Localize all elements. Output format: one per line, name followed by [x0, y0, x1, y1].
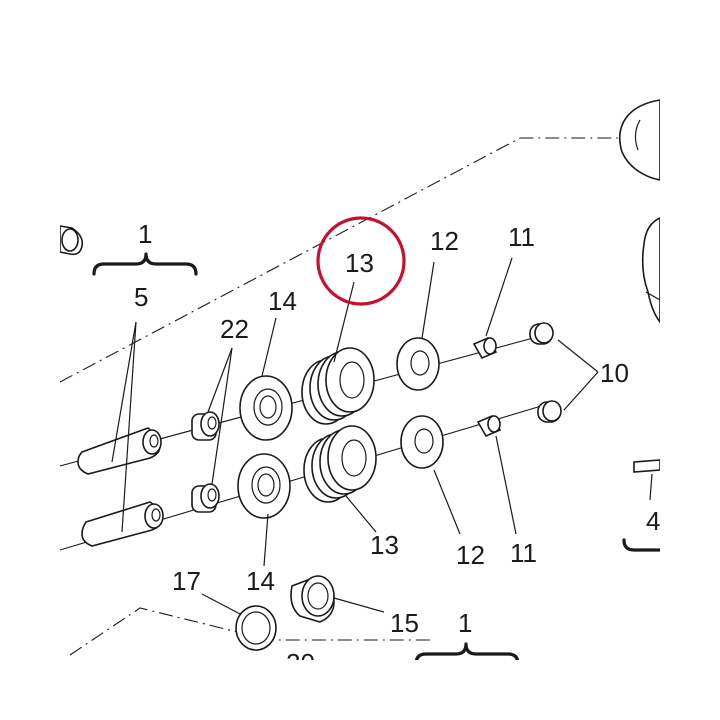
- guide-line-upper: [59, 137, 618, 383]
- spring-retainer-lower: [400, 415, 444, 469]
- stem-seal-upper: [191, 411, 220, 441]
- callout-1-bottom: 1: [458, 608, 472, 638]
- callout-4: 4: [646, 506, 660, 536]
- valve-collet-lower: [476, 414, 502, 438]
- crop-mask-right: [660, 0, 720, 720]
- callout-11-bottom: 11: [510, 538, 537, 568]
- callout-5: 5: [134, 282, 148, 312]
- spring-retainer-upper: [396, 337, 440, 391]
- crop-mask-bottom: [0, 660, 720, 720]
- brace-right: [622, 538, 662, 552]
- callout-1-top: 1: [138, 219, 152, 249]
- spring-seat-lower: [237, 453, 291, 519]
- tappet-pad-lower: [537, 400, 562, 423]
- crop-mask-left: [0, 0, 60, 720]
- valve-collet-upper: [472, 336, 498, 360]
- callout-17: 17: [172, 566, 201, 596]
- valve-spring-lower: [303, 425, 377, 503]
- guide-line-lower: [69, 607, 430, 656]
- callout-12-top: 12: [430, 226, 459, 256]
- callout-14-top: 14: [268, 286, 297, 316]
- callout-13-highlight: 13: [345, 248, 374, 278]
- callout-15: 15: [390, 608, 419, 638]
- leader-lines: [111, 257, 653, 615]
- callout-11-top: 11: [508, 222, 535, 252]
- callout-14-bottom: 14: [246, 566, 275, 596]
- part-1-fragment-right: [618, 99, 661, 473]
- stem-seal-lower: [191, 483, 220, 513]
- callout-13-bottom: 13: [370, 530, 399, 560]
- brace-bottom: [414, 642, 520, 666]
- o-ring: [235, 605, 277, 651]
- spring-seat-upper: [239, 375, 293, 441]
- callout-12-bottom: 12: [456, 540, 485, 570]
- highlight-circle: [316, 216, 406, 306]
- callout-10: 10: [600, 358, 629, 388]
- valve-spring-upper: [301, 347, 375, 425]
- tappet-pad-upper: [529, 322, 554, 345]
- plug: [290, 575, 335, 623]
- valve-guide-upper: [77, 427, 162, 475]
- callout-22: 22: [220, 314, 249, 344]
- brace-top: [92, 252, 198, 276]
- part-1-fragment-top-left: [59, 225, 84, 256]
